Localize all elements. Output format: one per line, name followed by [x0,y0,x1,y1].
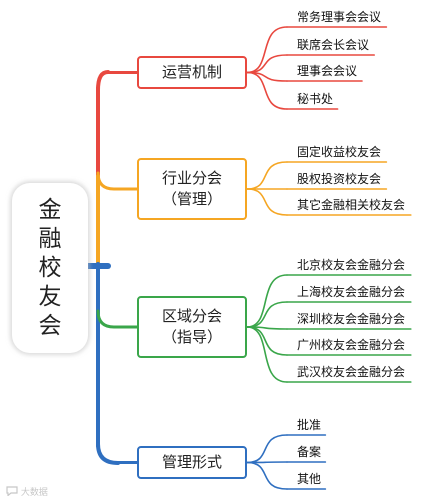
speech-bubble-icon [6,486,18,497]
leaf-item: 北京校友会金融分会 [297,258,406,272]
root-char: 校 [38,254,62,281]
leaf-connector [246,161,288,190]
leaf-item: 备案 [297,445,322,459]
branch-label: （指导） [161,328,222,346]
leaf-connector [246,54,288,74]
leaf-item: 联席会长会议 [297,38,370,52]
branch-node: 区域分会 （指导） [137,296,247,358]
branch-node: 行业分会 （管理） [137,158,247,220]
leaf-item: 股权投资校友会 [297,172,382,186]
branch-connector [96,309,139,329]
leaf-item: 理事会会议 [297,64,358,78]
leaf-connector [246,188,288,216]
leaf-connector [246,71,288,110]
root-char: 友 [38,283,62,310]
leaf-item: 深圳校友会金融分会 [297,312,406,326]
leaf-item: 秘书处 [297,92,334,106]
watermark-text: 大数据 [20,488,48,498]
root-char: 会 [38,312,62,339]
leaf-connector [246,301,288,328]
leaf-item: 广州校友会金融分会 [297,338,406,352]
branch-node: 管理形式 [137,446,247,479]
root-char: 金 [38,196,62,223]
leaf-connector [246,326,288,383]
branch-label: 区域分会 [161,307,222,325]
branch-node: 运营机制 [137,56,247,89]
leaf-connector [246,274,288,328]
root-char: 融 [38,225,62,252]
leaf-item: 固定收益校友会 [297,145,382,159]
trunk-curve-bottom [96,442,120,465]
branch-label: 运营机制 [161,63,222,81]
branch-label: 行业分会 [161,169,222,187]
leaf-connector [246,461,288,490]
leaf-item: 上海校友会金融分会 [297,285,406,299]
leaf-item: 常务理事会会议 [297,10,382,24]
leaf-connector [246,326,288,356]
branch-label: 管理形式 [161,453,222,471]
root-node: 金 融 校 友 会 [12,183,88,353]
branch-label: （管理） [161,190,222,208]
leaf-item: 批准 [297,418,322,432]
leaf-item: 其它金融相关校友会 [297,198,406,212]
watermark: 大数据 [6,486,48,499]
leaf-connector [246,434,288,464]
leaf-connector [246,26,288,74]
branch-connector [96,171,139,191]
leaf-item: 武汉校友会金融分会 [297,365,406,379]
leaf-item: 其他 [297,472,322,486]
